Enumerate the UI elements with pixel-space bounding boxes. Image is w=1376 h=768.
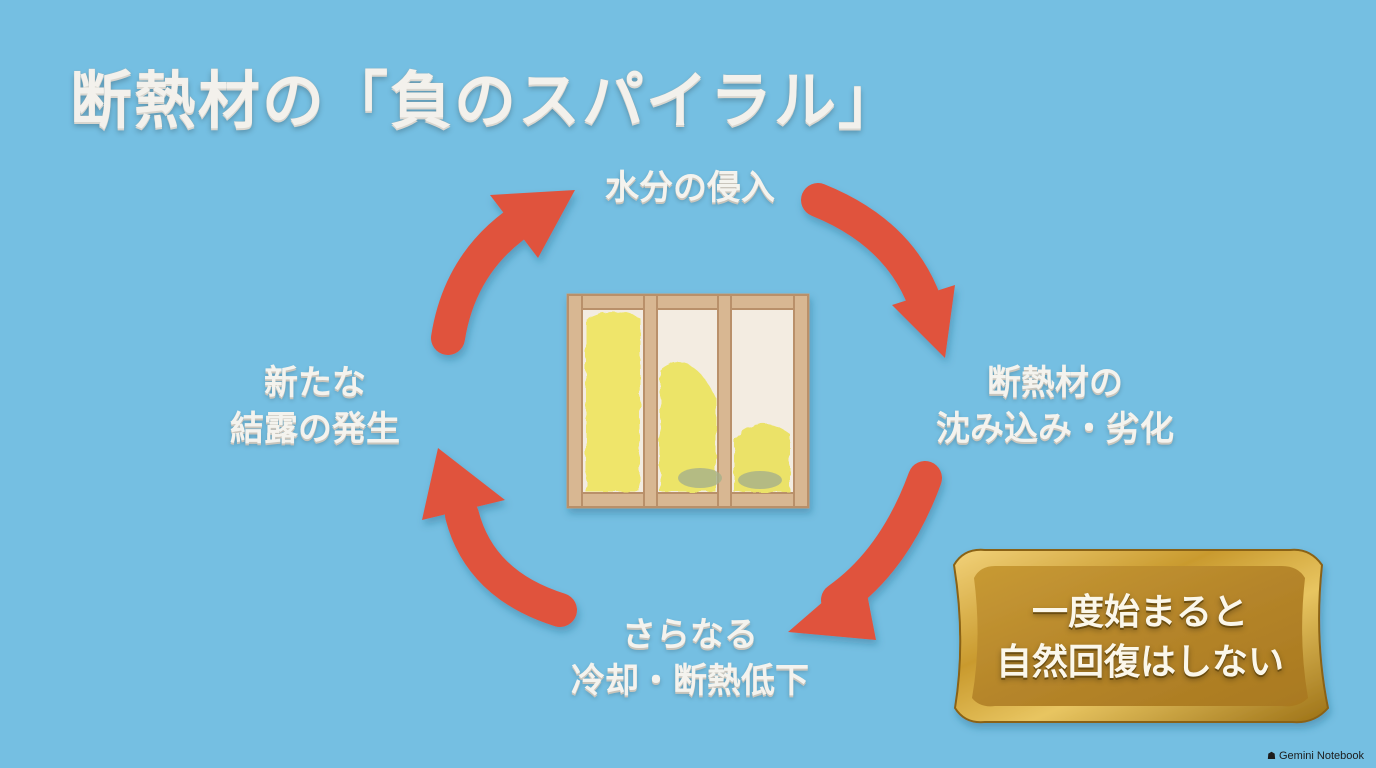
arrow-top-right — [801, 183, 955, 358]
cycle-step-line: 新たな — [264, 363, 366, 403]
arrow-bottom-right — [788, 461, 942, 640]
cycle-step-new-condensation: 新たな 結露の発生 — [190, 360, 440, 452]
cycle-step-water-intrusion: 水分の侵入 — [560, 165, 820, 211]
arrow-bottom-left — [422, 448, 577, 627]
gemini-icon: ☗ — [1267, 751, 1276, 762]
plaque-message: 一度始まると 自然回復はしない — [975, 588, 1305, 688]
watermark-text: Gemini Notebook — [1279, 750, 1364, 762]
cycle-step-line: 結露の発生 — [230, 409, 400, 449]
page-title: 断熱材の「負のスパイラル」 — [70, 64, 903, 137]
plaque-line: 一度始まると — [1031, 592, 1248, 633]
cycle-step-line: 冷却・断熱低下 — [571, 661, 809, 701]
plaque-line: 自然回復はしない — [995, 642, 1284, 683]
cycle-step-line: 断熱材の — [987, 363, 1123, 403]
wall-section-illustration — [566, 293, 810, 509]
cycle-step-further-cooling: さらなる 冷却・断熱低下 — [540, 612, 840, 704]
gold-plaque — [952, 548, 1330, 724]
cycle-step-line: 沈み込み・劣化 — [936, 409, 1174, 449]
cycle-step-line: 水分の侵入 — [605, 168, 775, 208]
cycle-step-insulation-sagging: 断熱材の 沈み込み・劣化 — [900, 360, 1210, 452]
cycle-step-line: さらなる — [622, 615, 758, 655]
arrow-top-left — [431, 190, 575, 355]
watermark: ☗Gemini Notebook — [1267, 750, 1364, 762]
